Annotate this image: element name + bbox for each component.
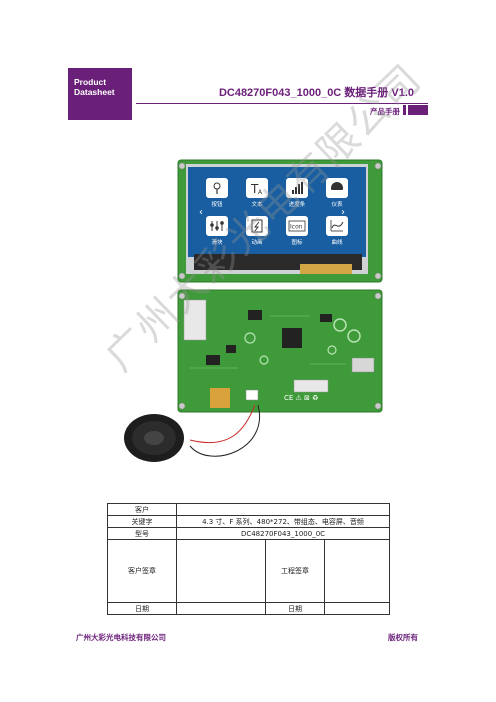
screen-icon-label: 曲线 [331, 238, 343, 246]
table-row: 客户签章 工程签章 [107, 539, 390, 603]
customer-label: 客户 [107, 503, 177, 516]
screen-icon-label: 文本 [251, 200, 263, 208]
screen-icon-label: 仪表 [331, 200, 343, 208]
gauge-icon: 仪表 [326, 178, 348, 208]
bars-icon: 进度条 [286, 178, 308, 208]
keyword-value: 4.3 寸、F 系列、480*272、带组态、电容屏、音频 [176, 515, 390, 528]
screen-icon-label: 进度条 [289, 200, 306, 208]
back-board: CE ⚠ ⊠ ♻ [177, 289, 383, 413]
svg-text:A: A [258, 189, 263, 196]
speaker [124, 404, 261, 462]
date-field-2[interactable] [324, 602, 390, 615]
model-label: 型号 [107, 527, 177, 540]
screen-icon-label: 滑块 [211, 238, 223, 246]
table-row: 关键字 4.3 寸、F 系列、480*272、带组态、电容屏、音频 [107, 515, 390, 528]
date-field-1[interactable] [176, 602, 266, 615]
svg-text:T: T [250, 182, 259, 196]
footer-company: 广州大彩光电科技有限公司 [76, 633, 166, 642]
curve-icon: 曲线 [326, 216, 348, 246]
touch-hand-icon: 按钮 [206, 178, 228, 208]
customer-sign-label: 客户签章 [107, 539, 177, 603]
info-table: 客户 关键字 4.3 寸、F 系列、480*272、带组态、电容屏、音频 型号 … [107, 503, 390, 615]
table-row: 型号 DC48270F043_1000_0C [107, 527, 390, 540]
keyword-label: 关键字 [107, 515, 177, 528]
date-label-2: 日期 [265, 602, 325, 615]
document-title: DC48270F043_1000_0C 数据手册 V1.0 [218, 87, 414, 99]
screen-icon-label: 图标 [291, 238, 303, 246]
header-rule [136, 103, 428, 104]
date-label-1: 日期 [107, 602, 177, 615]
icon-text-icon: Icon 图标 [286, 216, 308, 246]
engineer-sign-field[interactable] [324, 539, 390, 603]
icon-badge-text: Icon [290, 224, 303, 231]
table-row: 客户 [107, 503, 390, 516]
svg-text:›: › [341, 207, 345, 218]
model-value: DC48270F043_1000_0C [176, 527, 390, 540]
svg-text:‹: ‹ [199, 207, 203, 218]
slider-icon: 滑块 [206, 216, 228, 246]
screen-icon-label: 按钮 [211, 200, 223, 208]
table-row: 日期 日期 [107, 602, 390, 615]
subtitle-mark [403, 105, 428, 115]
badge-line-2: Datasheet [74, 87, 115, 97]
customer-value [176, 503, 390, 516]
animation-icon: 动画 [246, 216, 268, 246]
engineer-sign-label: 工程签章 [265, 539, 325, 603]
badge-line-1: Product [74, 77, 107, 87]
product-datasheet-badge: Product Datasheet [68, 68, 132, 120]
screen-icon-label: 动画 [251, 239, 262, 246]
footer-rights: 版权所有 [388, 633, 418, 642]
customer-sign-field[interactable] [176, 539, 266, 603]
document-subtitle: 产品手册 [370, 107, 400, 116]
svg-text:CE ⚠ ⊠ ♻: CE ⚠ ⊠ ♻ [284, 394, 318, 402]
